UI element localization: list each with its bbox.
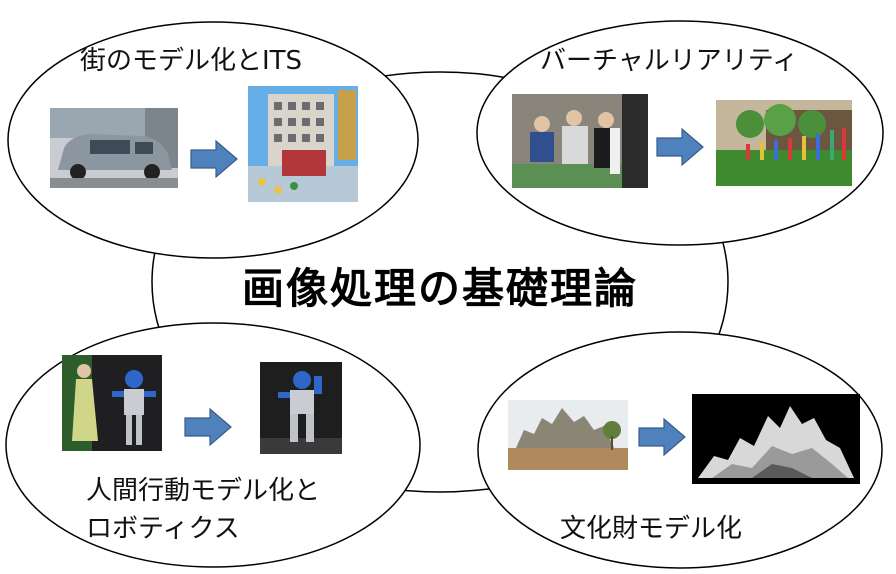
vr-scene-render bbox=[716, 100, 852, 186]
bottom-right-label: 文化財モデル化 bbox=[560, 514, 743, 544]
top-right-label: バーチャルリアリティ bbox=[540, 46, 799, 76]
bottom-left-label-line1: 人間行動モデル化と bbox=[86, 476, 321, 506]
dance-robot-photo bbox=[62, 355, 162, 451]
bottom-left-label-line2: ロボティクス bbox=[86, 514, 240, 544]
arrow-right-icon bbox=[184, 408, 232, 446]
humanoid-robot-photo bbox=[260, 362, 342, 454]
top-right-ellipse bbox=[476, 20, 884, 246]
center-title: 画像処理の基礎理論 bbox=[241, 264, 638, 313]
temple-photo bbox=[508, 400, 628, 470]
arrow-right-icon bbox=[190, 140, 238, 178]
arrow-right-icon bbox=[638, 418, 686, 456]
bottom-right-ellipse bbox=[477, 331, 883, 569]
temple-3d-model-render bbox=[692, 394, 860, 484]
top-left-label: 街のモデル化とITS bbox=[80, 46, 303, 76]
arrow-right-icon bbox=[656, 128, 704, 166]
survey-van-photo bbox=[50, 108, 178, 188]
vr-users-photo bbox=[512, 94, 648, 188]
city-model-render bbox=[248, 86, 358, 202]
